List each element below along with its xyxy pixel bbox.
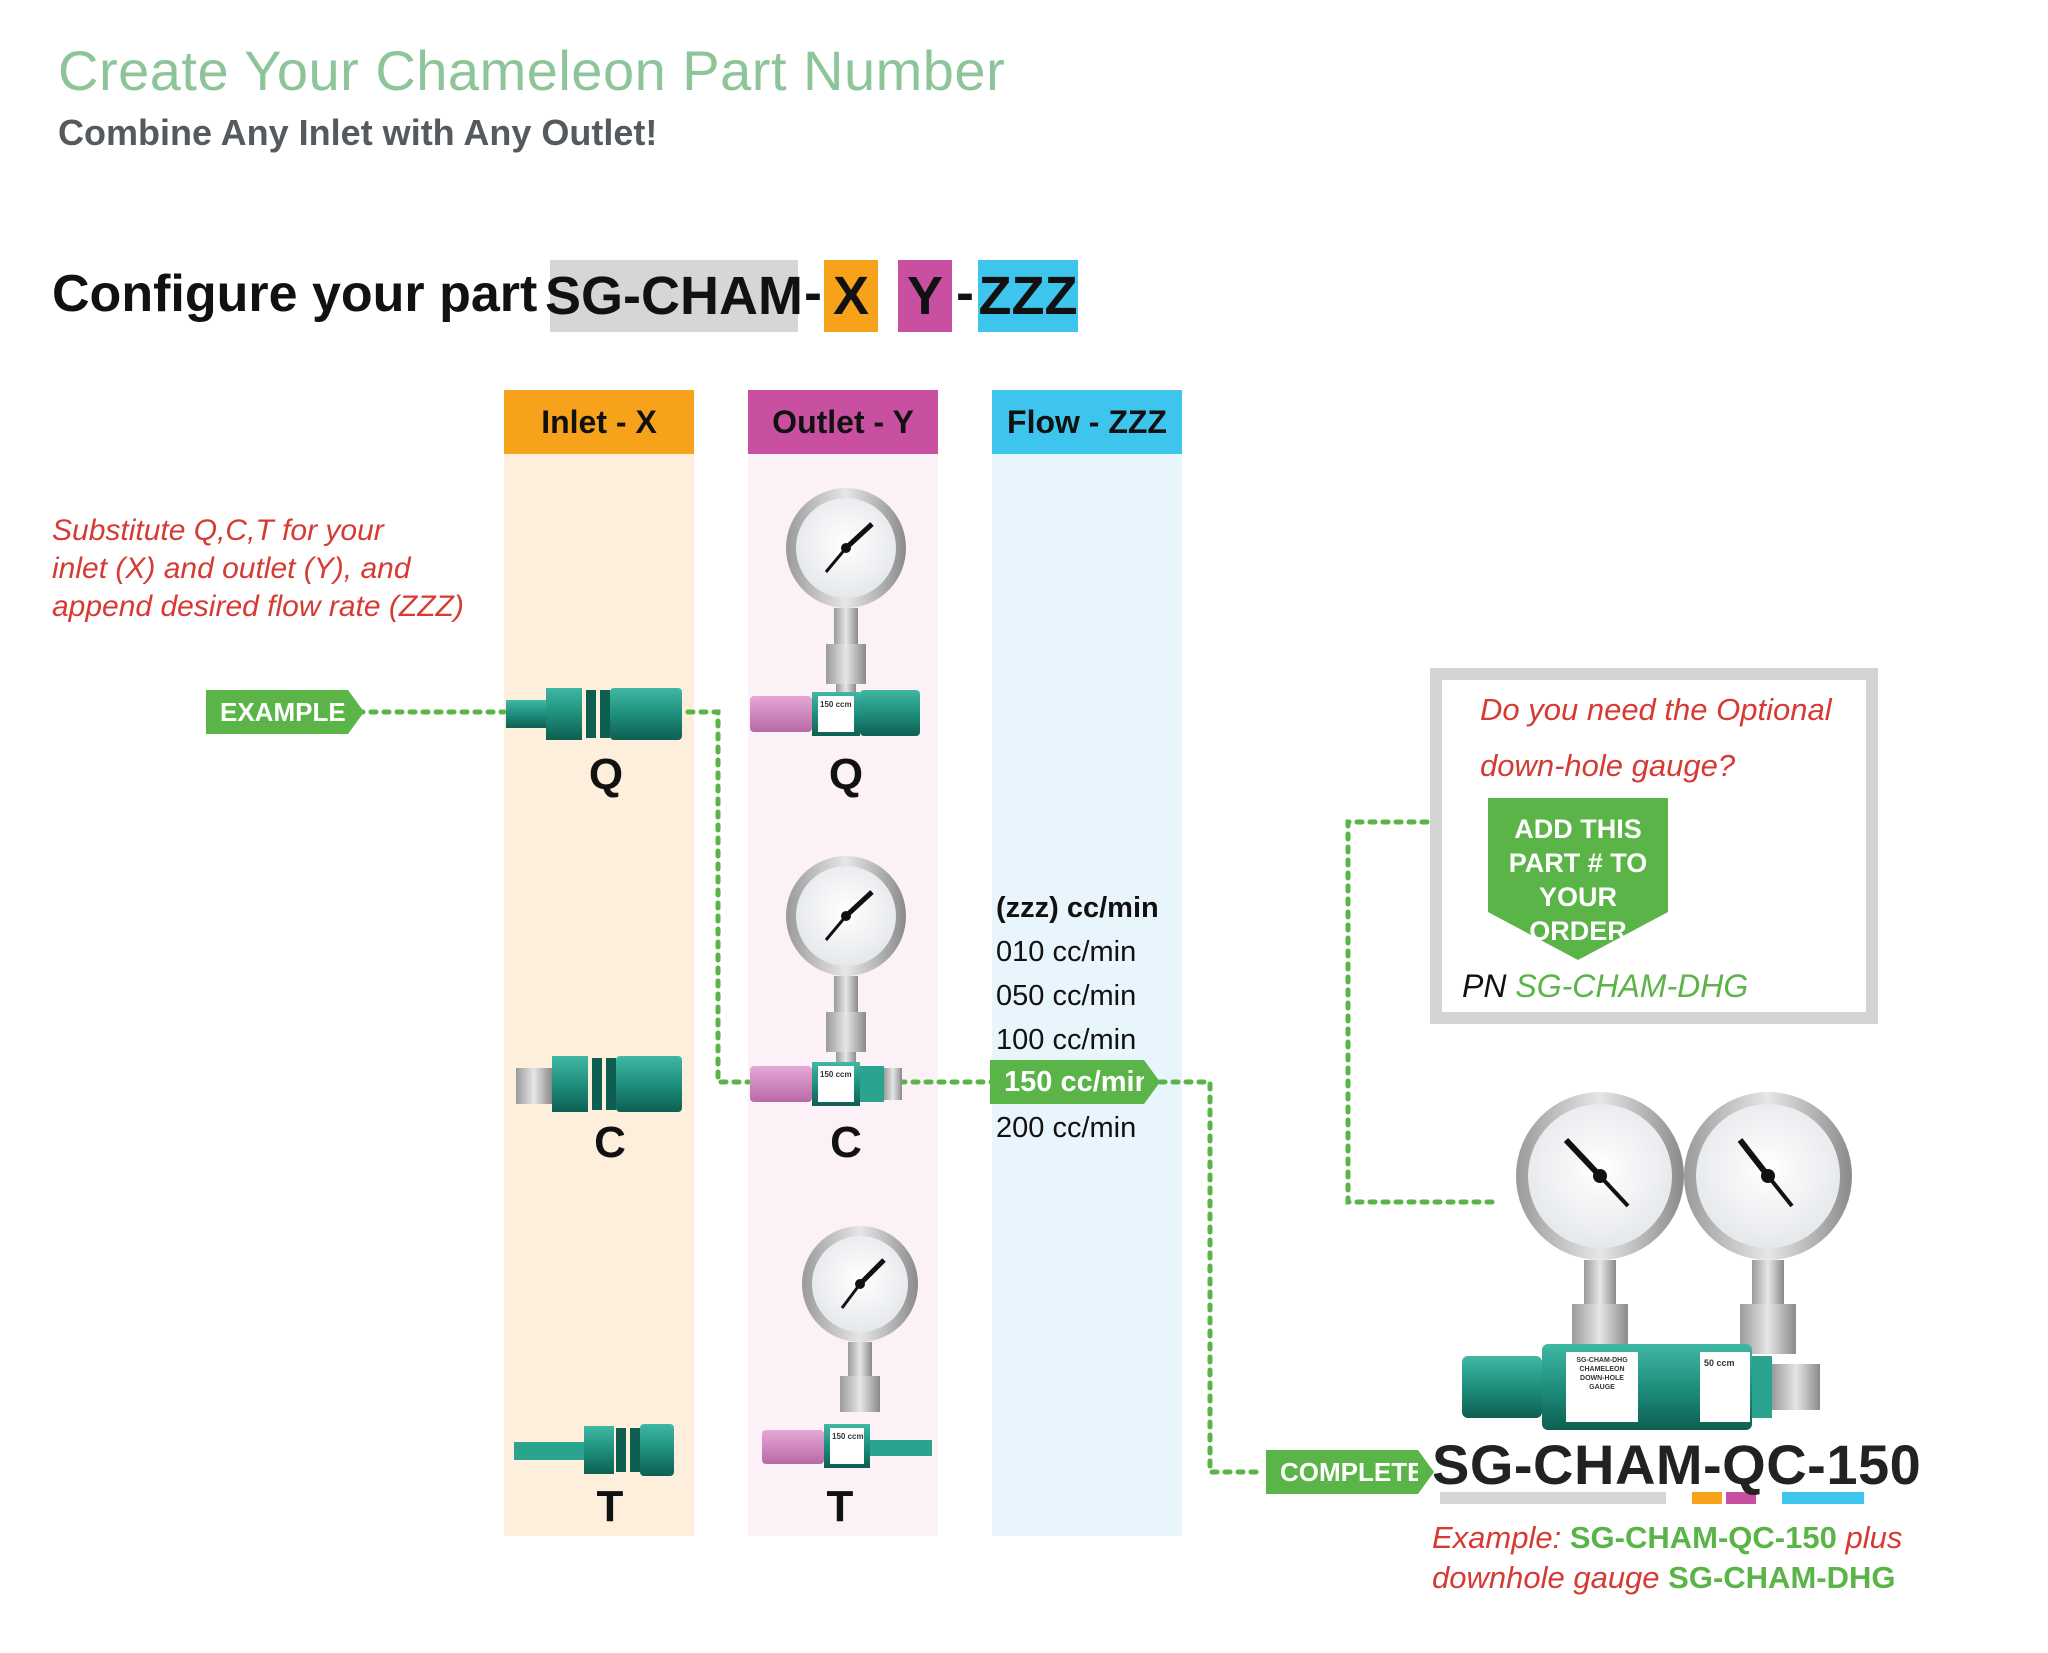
sticker-q: 150 ccm [820,700,852,709]
flow-rate-100: 100 cc/min [996,1024,1137,1056]
page-subtitle: Combine Any Inlet with Any Outlet! [58,112,658,153]
sticker-c: 150 ccm [820,1070,852,1079]
underline-y [1726,1492,1756,1504]
flow-rate-010: 010 cc/min [996,936,1137,968]
code-y: Y [898,260,952,332]
underline-zzz [1782,1492,1864,1504]
code-zzz: ZZZ [978,260,1078,332]
optional-pn: PN SG-CHAM-DHG [1462,968,1749,1004]
flow-heading: (zzz) cc/min [996,892,1159,924]
example-line-2: downhole gauge SG-CHAM-DHG [1432,1560,1896,1595]
example-line-1: Example: SG-CHAM-QC-150 plus [1432,1520,1903,1555]
flow-rate-050: 050 cc/min [996,980,1137,1012]
flow-column [992,454,1182,1536]
q-to-c-connector [685,709,751,1085]
underline-prefix [1440,1492,1666,1504]
inlet-header: Inlet - X [504,390,694,454]
code-prefix: SG-CHAM [545,260,803,332]
inlet-column [504,454,694,1536]
outlet-q-label: Q [828,750,864,799]
outlet-t-label: T [826,1482,854,1531]
inlet-q-fitting [506,688,682,740]
instruction-line-3: append desired flow rate (ZZZ) [52,590,464,623]
outlet-q-assembly [750,488,920,736]
instructions: Substitute Q,C,T for your inlet (X) and … [52,512,472,626]
sticker-t: 150 ccm [832,1432,864,1441]
optional-question-2: down-hole gauge? [1480,748,1736,783]
inlet-t-fitting [514,1424,674,1476]
inlet-t-label: T [596,1482,624,1531]
inlet-q-label: Q [588,750,624,799]
code-x: X [824,260,878,332]
outlet-c-assembly [750,856,906,1106]
add-arrow-shape [1488,798,1668,960]
configure-label: Configure your part # [52,265,581,323]
instruction-line-2: inlet (X) and outlet (Y), and [52,552,411,585]
outlet-c-label: C [830,1118,862,1167]
complete-part-number: SG-CHAM-QC-150 [1432,1433,1922,1496]
sticker-complete-flow: 50 ccm [1704,1358,1735,1368]
flow-rate-200: 200 cc/min [996,1112,1137,1144]
dhg-sticker: SG-CHAM-DHG CHAMELEON DOWN-HOLE GAUGE [1576,1357,1628,1391]
optional-connector [1345,819,1495,1205]
outlet-header: Outlet - Y [748,390,938,454]
add-part-instruction: ADD THIS PART # TO YOUR ORDER [1508,814,1648,946]
example-tag: EXAMPLE [206,690,364,734]
code-dash-2: - [956,263,974,323]
instruction-line-1: Substitute Q,C,T for your [52,514,384,547]
flow-header: Flow - ZZZ [992,390,1182,454]
code-dash-1: - [804,263,822,323]
underline-x [1692,1492,1722,1504]
outlet-t-assembly [762,1226,932,1468]
flow-to-complete-connector [1157,1079,1265,1475]
complete-assembly [1462,1092,1852,1430]
inlet-c-label: C [594,1118,626,1167]
optional-question-1: Do you need the Optional [1480,692,1832,727]
flow-rate-selected: 150 cc/min [990,1060,1160,1104]
page-title: Create Your Chameleon Part Number [58,39,1006,102]
inlet-c-fitting [516,1056,682,1112]
complete-tag: COMPLETE [1266,1450,1434,1494]
